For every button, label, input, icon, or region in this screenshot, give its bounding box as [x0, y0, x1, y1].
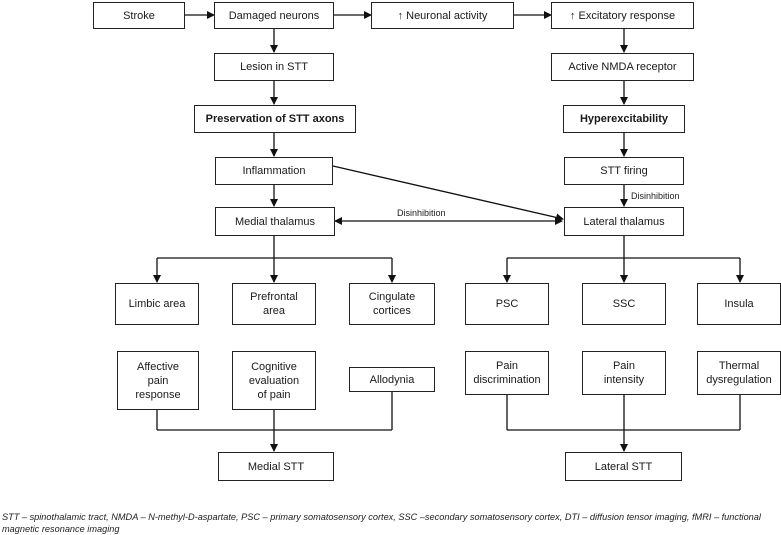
edge-inflammation-to-lateral	[332, 165, 564, 222]
label-disinhibition-horizontal: Disinhibition	[397, 208, 446, 218]
footnote-abbreviations: STT – spinothalamic tract, NMDA – N-meth…	[2, 512, 761, 534]
node-lesion-stt: Lesion in STT	[214, 53, 334, 81]
node-excitatory-response: ↑ Excitatory response	[551, 2, 694, 29]
node-inflammation: Inflammation	[215, 157, 333, 185]
node-ssc: SSC	[582, 283, 666, 325]
node-cognitive-evaluation: Cognitive evaluation of pain	[232, 351, 316, 410]
node-insula: Insula	[697, 283, 781, 325]
node-hyperexcitability: Hyperexcitability	[563, 105, 685, 133]
node-cingulate-cortices: Cingulate cortices	[349, 283, 435, 325]
node-neuronal-activity: ↑ Neuronal activity	[371, 2, 514, 29]
node-medial-stt: Medial STT	[218, 452, 334, 481]
node-affective-pain: Affective pain response	[117, 351, 199, 410]
node-pain-discrimination: Pain discrimination	[465, 351, 549, 395]
node-psc: PSC	[465, 283, 549, 325]
node-prefrontal-area: Prefrontal area	[232, 283, 316, 325]
node-damaged-neurons: Damaged neurons	[214, 2, 334, 29]
node-lateral-stt: Lateral STT	[565, 452, 682, 481]
node-stt-firing: STT firing	[564, 157, 684, 185]
node-limbic-area: Limbic area	[115, 283, 199, 325]
node-allodynia: Allodynia	[349, 367, 435, 392]
node-pain-intensity: Pain intensity	[582, 351, 666, 395]
node-lateral-thalamus: Lateral thalamus	[564, 207, 684, 236]
label-disinhibition-vertical: Disinhibition	[631, 191, 680, 201]
node-preservation-stt: Preservation of STT axons	[194, 105, 356, 133]
node-medial-thalamus: Medial thalamus	[215, 207, 335, 236]
node-active-nmda: Active NMDA receptor	[551, 53, 694, 81]
node-thermal-dysregulation: Thermal dysregulation	[697, 351, 781, 395]
node-stroke: Stroke	[93, 2, 185, 29]
